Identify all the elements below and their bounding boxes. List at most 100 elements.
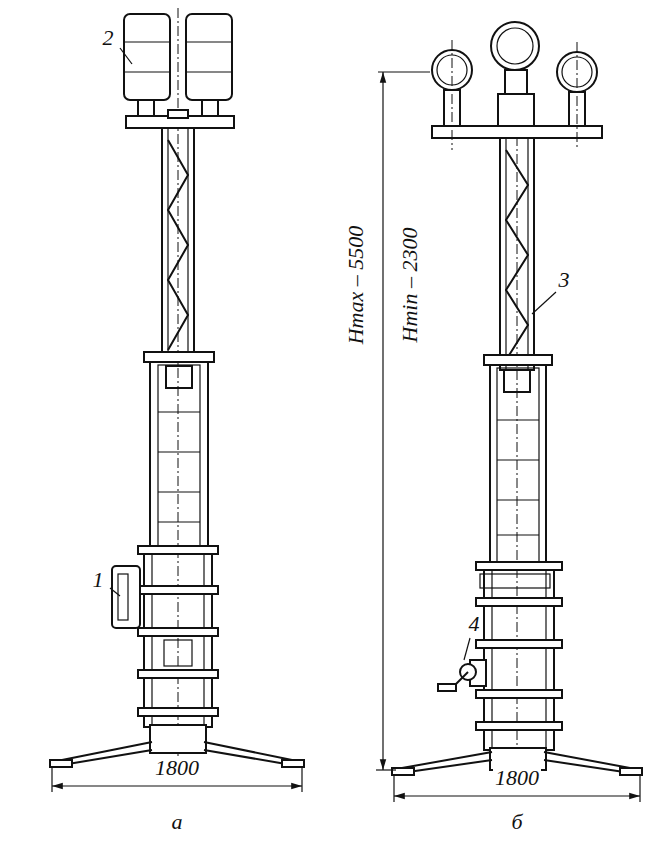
lamp-platform <box>577 42 578 150</box>
dimension-label: Hmax – 5500 <box>345 224 367 347</box>
leader-line <box>120 48 132 64</box>
floodlight-round <box>498 94 534 126</box>
lattice-section <box>500 138 534 370</box>
lattice-section <box>162 128 194 356</box>
lower-section <box>476 562 562 750</box>
middle-section <box>497 368 539 562</box>
middle-section <box>158 365 200 549</box>
lower-section <box>144 552 212 727</box>
floodlight-box <box>186 14 232 100</box>
lower-section <box>476 598 562 606</box>
leader-line <box>464 638 470 660</box>
lower-section <box>476 562 562 570</box>
dimension-line <box>376 769 396 770</box>
middle-section <box>484 355 552 565</box>
lower-section <box>164 640 192 666</box>
view-label: б <box>509 811 524 833</box>
lattice-section <box>168 140 188 350</box>
lower-section <box>138 628 218 636</box>
middle-section <box>497 534 539 535</box>
middle-section <box>490 365 546 565</box>
leader-line <box>110 588 120 596</box>
lower-section <box>138 670 218 678</box>
floodlight-round <box>505 70 527 94</box>
floodlight-box <box>124 71 170 72</box>
middle-section <box>497 459 539 460</box>
floodlight-box <box>186 71 232 72</box>
callout-number: 3 <box>557 269 572 291</box>
floodlight-round <box>491 22 539 70</box>
floodlight-box <box>202 100 218 116</box>
centerline <box>517 100 518 760</box>
tripod-base <box>620 768 642 775</box>
lower-section <box>476 690 562 698</box>
dimension-line <box>639 776 640 802</box>
lower-section <box>203 552 204 727</box>
tripod-base <box>392 768 414 775</box>
tripod-base <box>408 760 492 772</box>
callout-number: 1 <box>91 569 106 591</box>
lower-section <box>476 640 562 648</box>
lamp-platform <box>168 110 188 118</box>
dimension-line <box>52 785 302 786</box>
floodlight-box <box>124 41 170 42</box>
middle-section <box>504 370 530 392</box>
dimension-line <box>51 768 52 792</box>
callout-number: 4 <box>467 613 482 635</box>
lower-section <box>138 708 218 716</box>
lattice-section <box>162 128 194 356</box>
lamp-platform <box>126 110 234 128</box>
winch-crank <box>438 660 486 691</box>
dimension-label: 1800 <box>153 757 201 779</box>
switch-box <box>118 574 128 620</box>
lower-section <box>480 574 550 588</box>
tripod-base <box>544 760 624 772</box>
leader-line <box>110 48 132 596</box>
tripod-base <box>204 750 286 764</box>
lower-section <box>138 586 218 594</box>
dimension-line <box>378 71 430 72</box>
view-label: а <box>170 811 185 833</box>
middle-section <box>150 362 208 552</box>
middle-section <box>484 355 552 365</box>
tripod-base <box>68 750 152 764</box>
tripod-base <box>50 760 72 767</box>
lattice-section <box>506 150 528 360</box>
floodlight-box <box>186 41 232 42</box>
callout-number: 2 <box>101 27 116 49</box>
dimension-line <box>301 768 302 792</box>
lamp-platform <box>432 40 602 150</box>
leader-line <box>464 292 556 660</box>
middle-section <box>144 352 214 552</box>
lattice-section <box>167 128 168 356</box>
dimension-line <box>394 795 640 796</box>
middle-section <box>158 521 200 522</box>
lattice-section <box>505 138 506 370</box>
middle-section <box>144 352 214 362</box>
middle-section <box>158 451 200 452</box>
lamp-platform <box>452 40 453 150</box>
lower-section <box>138 546 218 727</box>
winch-crank <box>438 684 456 691</box>
floodlight-box <box>124 14 170 100</box>
floodlight-box <box>124 14 232 116</box>
lattice-section <box>500 138 534 370</box>
lattice-section <box>187 128 188 356</box>
middle-section <box>158 411 200 412</box>
middle-section <box>497 419 539 420</box>
floodlight-round <box>497 28 533 64</box>
middle-section <box>158 491 200 492</box>
leader-line <box>532 292 556 314</box>
dimension-label: Hmin – 2300 <box>399 226 421 345</box>
floodlight-round <box>432 22 597 126</box>
floodlight-box <box>138 100 154 116</box>
lower-section <box>476 722 562 730</box>
tripod-base <box>282 760 304 767</box>
lower-section <box>138 546 218 554</box>
lower-section <box>151 552 152 727</box>
dimension-label: 1800 <box>493 767 541 789</box>
tripod-base <box>150 725 206 753</box>
middle-section <box>497 499 539 500</box>
dimension-line <box>382 72 383 770</box>
